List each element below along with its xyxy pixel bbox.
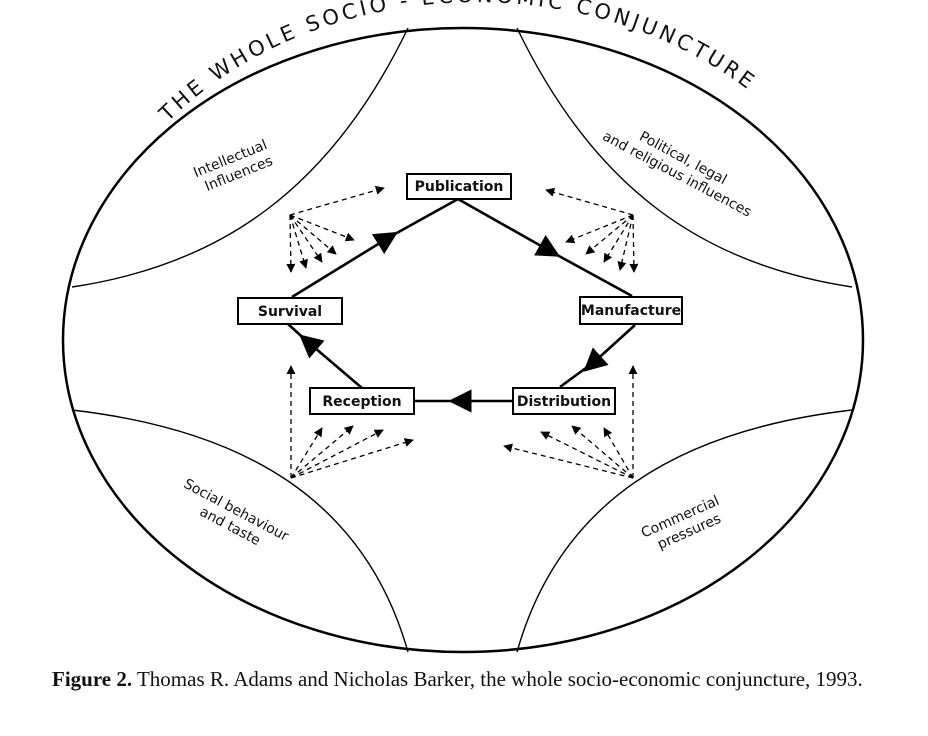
social-influence-arrows [286,365,414,479]
node-survival-label: Survival [258,304,322,320]
figure-label: Figure 2. [52,667,133,691]
outer-oval [61,26,865,654]
zone-label-political: Political, legal and religious influence… [600,113,762,220]
node-reception-label: Reception [322,394,401,410]
node-distribution-label: Distribution [517,394,611,410]
node-distribution: Distribution [512,387,616,415]
conjuncture-diagram: THE WHOLE SOCIO - ECONOMIC CONJUNCTURE I… [61,0,865,654]
node-publication-label: Publication [415,179,504,195]
zone-label-intellectual: Intellectual Influences [191,135,280,196]
figure-caption: Figure 2. Thomas R. Adams and Nicholas B… [52,664,892,695]
node-survival: Survival [237,297,343,325]
reception-survival-connector [287,323,311,345]
survival-publication-connector [385,197,459,241]
bottom-left-zone-arc [71,409,409,653]
publication-to-manufacture-arrow [457,197,561,257]
commercial-influence-arrows [503,365,638,479]
manufacture-to-distribution-arrow [583,324,636,372]
figure-caption-text: Thomas R. Adams and Nicholas Barker, the… [136,667,863,691]
node-publication: Publication [406,173,512,200]
zone-label-commercial: Commercial pressures [639,491,733,557]
reception-to-survival-arrow [299,334,363,389]
node-manufacture-label: Manufacture [581,303,681,319]
zone-label-social: Social behaviour and taste [173,476,295,562]
survival-to-publication-arrow [291,231,398,299]
diagram-title: THE WHOLE SOCIO - ECONOMIC CONJUNCTURE [154,0,761,126]
manufacture-distribution-connector [559,360,595,389]
intellectual-influence-arrows [286,185,385,273]
node-manufacture: Manufacture [579,296,683,325]
publication-manufacture-connector [547,248,633,298]
political-influence-arrows [545,187,639,273]
node-reception: Reception [309,387,415,415]
top-right-zone-arc [516,27,853,288]
top-left-zone-arc [71,27,409,288]
bottom-right-zone-arc [516,409,853,653]
